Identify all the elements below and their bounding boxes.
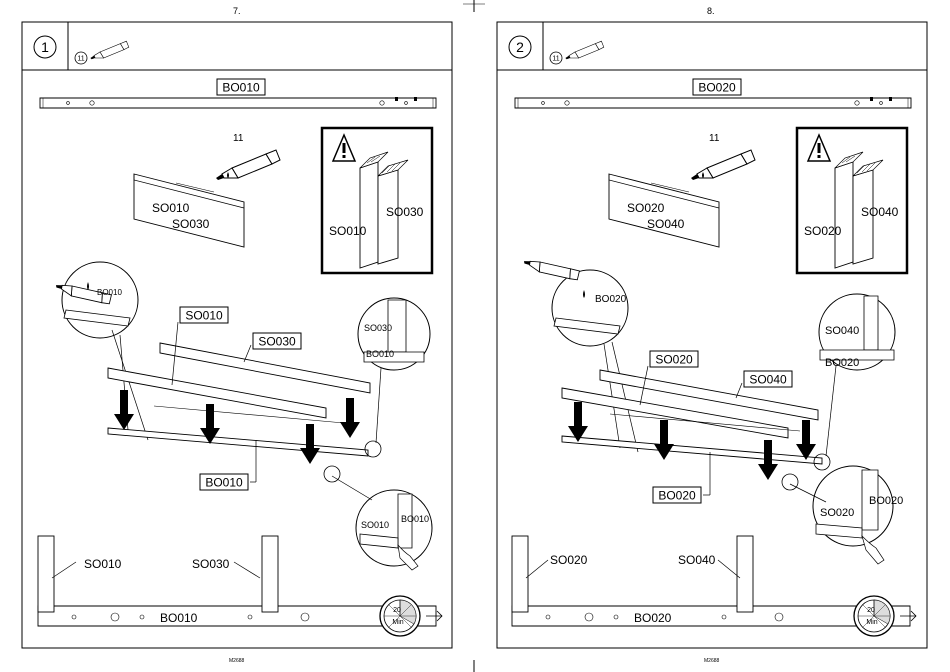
glue-tube-icon	[565, 41, 603, 59]
timer-value: 20	[393, 607, 401, 614]
step-number: 2	[516, 39, 524, 55]
strip-label-2: SO040	[647, 217, 685, 231]
callout-label-1: SO020	[655, 353, 693, 367]
step-number: 1	[41, 39, 49, 55]
glue-tube-icon	[90, 41, 128, 59]
glue-detail-circle	[552, 270, 628, 346]
warning-label-1: SO010	[329, 224, 367, 238]
bottom-board	[38, 606, 436, 626]
callout-label-2: SO040	[749, 373, 787, 387]
warning-label-2: SO040	[861, 205, 899, 219]
warning-label-2: SO030	[386, 205, 424, 219]
bottom-strip-left	[38, 536, 54, 612]
callout-label-1: SO010	[185, 309, 223, 323]
timer-unit: Min	[866, 619, 877, 626]
detail-top-label-2: BO020	[825, 357, 859, 369]
board-strip	[40, 98, 436, 108]
glue-ref: 11	[77, 56, 84, 63]
callout-label-3: BO010	[205, 476, 243, 490]
glue-tube-label: 11	[709, 133, 720, 144]
detail-bottom-label-1: SO010	[361, 520, 389, 530]
detail-top-label-1: SO040	[825, 325, 859, 337]
board-label: BO010	[222, 81, 260, 95]
bottom-label-3: BO010	[160, 611, 198, 625]
detail-top-label-1: SO030	[364, 323, 392, 333]
strip-label-2: SO030	[172, 217, 210, 231]
glue-ref: 11	[552, 56, 559, 63]
glue-tube-icon	[216, 150, 280, 180]
timer-value: 20	[867, 607, 875, 614]
bottom-label-3: BO020	[634, 611, 672, 625]
bottom-strip-right	[262, 536, 278, 612]
bottom-board	[512, 606, 910, 626]
bottom-strip-left	[512, 536, 528, 612]
glue-tube-icon	[691, 150, 755, 180]
strip-label-1: SO010	[152, 201, 190, 215]
timer-unit: Min	[392, 619, 403, 626]
bottom-label-1: SO020	[550, 553, 588, 567]
page-right: 2 11 BO020 11 SO020 SO040 SO020 S	[497, 22, 927, 648]
detail-top-label-2: BO010	[366, 349, 394, 359]
detail-bottom-label-2: BO010	[401, 514, 429, 524]
bottom-strip-right	[737, 536, 753, 612]
warning-label-1: SO020	[804, 224, 842, 238]
bottom-label-2: SO040	[678, 553, 716, 567]
strip-front	[562, 388, 788, 438]
callout-label-3: BO020	[658, 489, 696, 503]
glue-detail-label: BO020	[595, 294, 627, 305]
assembly-board	[108, 428, 368, 456]
board-label: BO020	[698, 81, 736, 95]
timer-icon	[380, 596, 420, 636]
strip-label-1: SO020	[627, 201, 665, 215]
bottom-label-2: SO030	[192, 557, 230, 571]
assembly-board	[562, 436, 822, 464]
timer-icon	[854, 596, 894, 636]
callout-label-2: SO030	[258, 335, 296, 349]
bottom-label-1: SO010	[84, 557, 122, 571]
detail-bottom-label-1: SO020	[820, 507, 854, 519]
glue-tube-label: 11	[233, 133, 244, 144]
board-strip	[515, 98, 911, 108]
page-left: 1 11 BO010 11 SO010 SO030	[22, 22, 452, 648]
glue-detail-label: BO010	[97, 288, 122, 297]
detail-bottom-label-2: BO020	[869, 495, 903, 507]
